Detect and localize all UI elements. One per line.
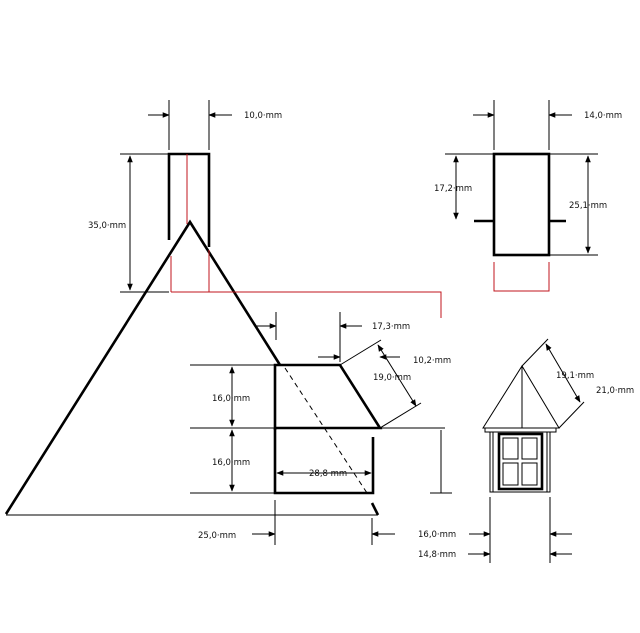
label-chimney-width: 10,0·mm [244, 111, 282, 121]
label-front-height: 21,0·mm [596, 386, 634, 396]
main-roof [4, 219, 380, 516]
dim-base-width [252, 500, 395, 545]
label-dormer-offset: 17,3·mm [372, 322, 410, 332]
dim-chimney-height [120, 153, 169, 293]
label-top-right-width: 14,0·mm [584, 111, 622, 121]
projection-lines [171, 262, 550, 318]
label-chimney-height: 35,0·mm [88, 221, 126, 231]
label-front-bottom: 16,0·mm [418, 530, 456, 540]
chimney-front [474, 152, 566, 257]
label-top-right-height: 25,1·mm [569, 201, 607, 211]
label-base-width: 25,0·mm [198, 531, 236, 541]
dim-left-heights [190, 364, 275, 494]
dim-dormer-offset [255, 312, 400, 362]
label-dormer-width: 28,8·mm [309, 469, 347, 479]
chimney [167, 152, 211, 292]
label-front-roof-slope: 19,1·mm [556, 371, 594, 381]
dormer-front [482, 365, 560, 493]
dim-top-right [445, 100, 598, 256]
label-upper-height: 16,0·mm [212, 394, 250, 404]
label-mid-height: 10,2·mm [413, 356, 451, 366]
label-lower-height: 16,0·mm [212, 458, 250, 468]
dim-front-view [468, 338, 585, 563]
dim-mid-height [380, 427, 452, 494]
label-roof-slope: 19,0·mm [373, 373, 411, 383]
dimension-labels: 10,0·mm 35,0·mm 14,0·mm 17,2·mm 25,1·mm … [88, 111, 634, 560]
label-top-right-inner: 17,2·mm [434, 184, 472, 194]
label-front-width: 14,8·mm [418, 550, 456, 560]
dim-chimney-width [148, 100, 232, 150]
dim-roof-slope [339, 339, 422, 429]
